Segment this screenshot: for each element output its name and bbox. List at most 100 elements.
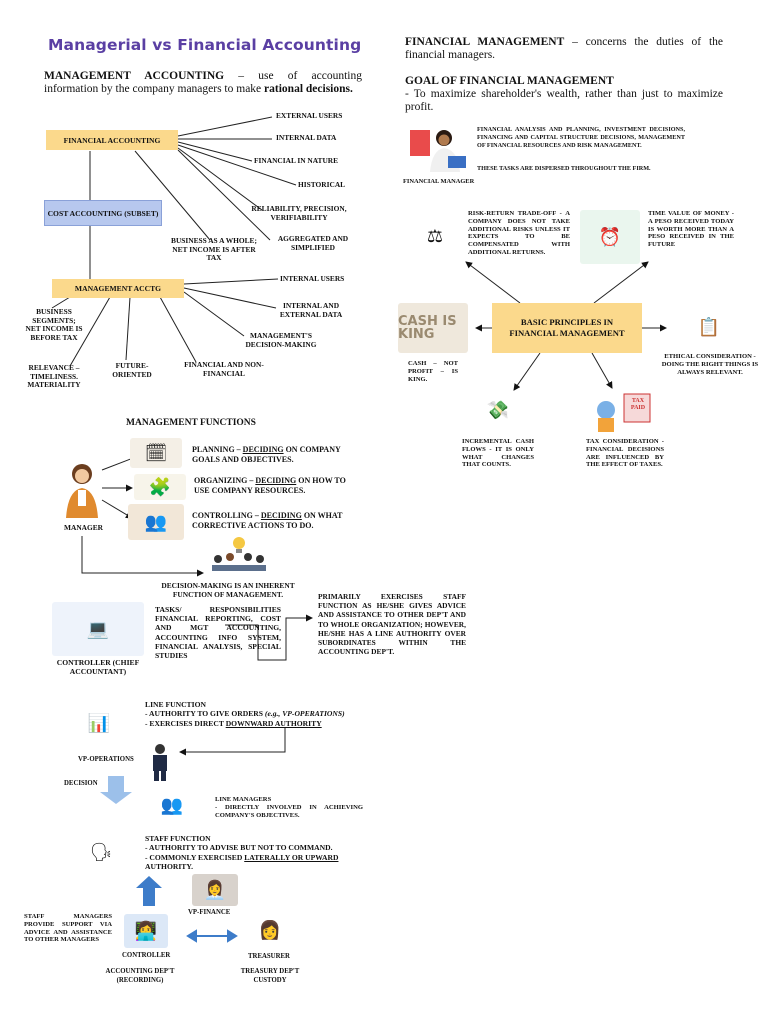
ethical-illustration: 📋 bbox=[670, 304, 748, 350]
decision-making-text: DECISION-MAKING IS AN INHERENT FUNCTION … bbox=[161, 581, 295, 599]
tax-text: TAX CONSIDERATION - FINANCIAL DECISIONS … bbox=[586, 438, 664, 469]
meeting-icon: 👥 bbox=[144, 511, 168, 532]
treasurer-label: TREASURER bbox=[248, 953, 290, 960]
fm-def: – concerns the duties of the financial m… bbox=[405, 36, 724, 61]
planning-key: DECIDING bbox=[242, 445, 284, 454]
line-function-text: LINE FUNCTION - AUTHORITY TO GIVE ORDERS… bbox=[145, 700, 375, 728]
controller-dept-illustration: 👩‍💻 bbox=[124, 914, 168, 948]
ma-item-financial-nonfinancial: FINANCIAL AND NON-FINANCIAL bbox=[184, 360, 264, 378]
line-managers-desc: - DIRECTLY INVOLVED IN ACHIEVING COMPANY… bbox=[215, 803, 363, 819]
fm-tasks: FINANCIAL ANALYSIS AND PLANNING, INVESTM… bbox=[477, 126, 685, 149]
organizing-post: ON HOW TO USE COMPANY RESOURCES. bbox=[194, 476, 346, 495]
staff-advising-illustration: 🗣 bbox=[68, 834, 134, 870]
lf-b2-key: DOWNWARD AUTHORITY bbox=[225, 718, 322, 728]
controller-staff-note: PRIMARILY EXERCISES STAFF FUNCTION AS HE… bbox=[318, 592, 466, 657]
management-acctg-box: MANAGEMENT ACCTG bbox=[52, 279, 184, 298]
intro-emph: rational decisions. bbox=[264, 83, 353, 95]
incremental-illustration: 💸 bbox=[470, 388, 526, 432]
financial-manager-label: FINANCIAL MANAGER bbox=[403, 178, 475, 185]
staff-managers-text: STAFF MANAGERS PROVIDE SUPPORT VIA ADVIC… bbox=[24, 913, 112, 944]
ma-item-future-oriented: FUTURE-ORIENTED bbox=[112, 361, 152, 379]
decision-meeting-illustration bbox=[206, 535, 272, 577]
goal-text: - To maximize shareholder's wealth, rath… bbox=[405, 88, 723, 113]
code-of-conduct-icon: 📋 bbox=[697, 316, 721, 337]
controller-illustration: 💻 bbox=[52, 602, 144, 656]
vp-finance-illustration: 👩‍💼 bbox=[192, 874, 238, 906]
planning-text: PLANNING – DECIDING ON COMPANY GOALS AND… bbox=[192, 445, 354, 464]
ma-item-business-segments: BUSINESS SEGMENTS; NET INCOME IS BEFORE … bbox=[25, 307, 83, 342]
controlling-text: CONTROLLING – DECIDING ON WHAT CORRECTIV… bbox=[192, 511, 354, 530]
financial-manager-icon bbox=[410, 130, 466, 172]
vp-operations-illustration bbox=[146, 742, 174, 782]
intro-term: MANAGEMENT ACCOUNTING bbox=[44, 70, 225, 82]
manager-illustration bbox=[60, 460, 104, 520]
line-function-heading: LINE FUNCTION bbox=[145, 700, 206, 709]
lightbulb-meeting-icon bbox=[212, 537, 266, 571]
fa-item-external-users: EXTERNAL USERS bbox=[276, 111, 343, 120]
lf-b1-pre: - AUTHORITY TO GIVE ORDERS bbox=[145, 709, 265, 719]
ma-item-decision-making: MANAGEMENT'S DECISION-MAKING bbox=[245, 331, 317, 349]
clock-money-icon: ⏰ bbox=[598, 226, 622, 247]
sf-b2-pre: - COMMONLY EXERCISED bbox=[145, 852, 245, 862]
ma-item-relevance: RELEVANCE – TIMELINESS. MATERIALITY bbox=[27, 363, 81, 390]
fa-item-financial-in-nature: FINANCIAL IN NATURE bbox=[254, 156, 339, 165]
ethical-text: ETHICAL CONSIDERATION - DOING THE RIGHT … bbox=[661, 353, 759, 376]
financial-manager-illustration bbox=[408, 126, 470, 174]
cash-is-king-image-text: CASH IS KING bbox=[398, 314, 457, 342]
line-function-bullet-1: - AUTHORITY TO GIVE ORDERS (e.g., VP-OPE… bbox=[145, 709, 375, 718]
treasury-dept-label: TREASURY DEP'T CUSTODY bbox=[240, 968, 300, 984]
controller-dept-label: CONTROLLER bbox=[122, 952, 171, 959]
fa-item-reliability: RELIABILITY, PRECISION, VERIFIABILITY bbox=[251, 204, 347, 222]
planning-post: ON COMPANY GOALS AND OBJECTIVES. bbox=[192, 445, 341, 464]
staff-function-bullet-2: - COMMONLY EXERCISED LATERALLY OR UPWARD… bbox=[145, 853, 375, 872]
incremental-text: INCREMENTAL CASH FLOWS - IT IS ONLY WHAT… bbox=[462, 438, 534, 469]
intro-text: – use of accounting information by the c… bbox=[44, 70, 362, 95]
money-icon: 💸 bbox=[486, 399, 510, 420]
sf-b2-key: LATERALLY OR UPWARD bbox=[244, 852, 339, 862]
time-value-illustration: ⏰ bbox=[580, 210, 640, 264]
controlling-illustration: 👥 bbox=[128, 504, 184, 540]
basic-principles-box: BASIC PRINCIPLES IN FINANCIAL MANAGEMENT bbox=[492, 303, 642, 353]
laptop-charts-icon: 💻 bbox=[86, 618, 110, 639]
organizing-key: DECIDING bbox=[255, 476, 297, 485]
fa-item-historical: HISTORICAL bbox=[298, 180, 346, 189]
lf-b2-pre: - EXERCISES DIRECT bbox=[145, 718, 226, 728]
balance-scale-icon: ⚖ bbox=[426, 225, 444, 246]
organizing-text: ORGANIZING – DECIDING ON HOW TO USE COMP… bbox=[194, 476, 356, 495]
accountant-icon: 👩‍💻 bbox=[134, 920, 158, 941]
staff-function-heading: STAFF FUNCTION bbox=[145, 834, 211, 843]
controller-label: CONTROLLER (CHIEF ACCOUNTANT) bbox=[56, 658, 140, 676]
fm-dispersed: THESE TASKS ARE DISPERSED THROUGHOUT THE… bbox=[477, 165, 651, 172]
presentation-icon: 📊 bbox=[87, 712, 111, 733]
controlling-key: DECIDING bbox=[260, 511, 302, 520]
cash-is-king-text: CASH – NOT PROFIT – IS KING. bbox=[408, 360, 458, 383]
planning-pre: PLANNING – bbox=[192, 445, 243, 454]
accounting-dept-label: ACCOUNTING DEP'T (RECORDING) bbox=[105, 968, 175, 984]
risk-return-illustration: ⚖ bbox=[408, 212, 462, 260]
lf-b1-em: (e.g., VP-OPERATIONS) bbox=[264, 709, 345, 719]
fm-term: FINANCIAL MANAGEMENT bbox=[405, 36, 565, 48]
line-meeting-illustration: 📊 bbox=[66, 706, 132, 740]
fa-item-internal-data: INTERNAL DATA bbox=[276, 133, 337, 142]
tax-illustration: TAX PAID bbox=[584, 388, 656, 434]
controller-tasks: TASKS/ RESPONSIBILITIES FINANCIAL REPORT… bbox=[155, 605, 281, 661]
manager-icon bbox=[66, 464, 98, 518]
sf-b2-post: AUTHORITY. bbox=[145, 862, 194, 872]
ma-item-internal-external-data: INTERNAL AND EXTERNAL DATA bbox=[279, 301, 343, 319]
goal-heading: GOAL OF FINANCIAL MANAGEMENT bbox=[405, 75, 614, 87]
tax-paid-tag: TAX PAID bbox=[630, 398, 646, 411]
page-title: Managerial vs Financial Accounting bbox=[48, 36, 362, 54]
time-value-text: TIME VALUE OF MONEY - A PESO RECEIVED TO… bbox=[648, 210, 734, 249]
businesswoman-icon: 👩‍💼 bbox=[203, 879, 227, 900]
advice-icon: 🗣 bbox=[89, 841, 113, 862]
line-managers-text: LINE MANAGERS - DIRECTLY INVOLVED IN ACH… bbox=[215, 796, 363, 819]
group-people-icon: 👥 bbox=[160, 794, 184, 815]
businessman-icon bbox=[153, 744, 167, 781]
vp-finance-label: VP-FINANCE bbox=[188, 909, 231, 916]
financial-management-def: FINANCIAL MANAGEMENT – concerns the duti… bbox=[405, 36, 723, 62]
decision-label: DECISION bbox=[64, 780, 98, 787]
planning-illustration: 🗓 bbox=[130, 438, 182, 468]
treasurer-illustration: 👩 bbox=[250, 912, 290, 948]
staff-function-bullet-1: - AUTHORITY TO ADVISE BUT NOT TO COMMAND… bbox=[145, 843, 333, 853]
